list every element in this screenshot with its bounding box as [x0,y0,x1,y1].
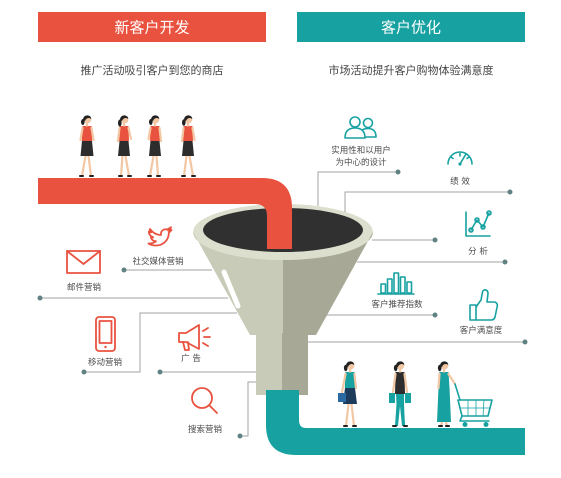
funnel-cone-left [193,232,283,335]
email-marketing-label: 邮件营销 [67,282,102,293]
shopper-figure [389,361,411,427]
inflow-pipe [38,178,292,249]
shopper-with-cart-figure [437,361,457,428]
connector-search [240,381,256,437]
optimization-banner [297,12,525,42]
mobile-phone-icon [95,316,116,352]
acquisition-header: 新客户开发 [38,12,266,42]
connector-mobile [84,312,237,373]
connector-performance [344,191,510,212]
analytics-chart-icon [465,210,492,237]
walking-customer-figure [79,115,95,178]
funnel-body [193,232,373,395]
twitter-bird-icon [147,226,173,247]
funnel-spout-right [282,333,308,395]
mobile-marketing-label: 移动营销 [88,357,123,368]
user-centered-design-label-line2: 为中心的设计 [335,157,387,168]
user-centered-design-label-line1: 实用性和以用户 [331,145,391,156]
customer-satisfaction-label: 客户满意度 [460,325,503,336]
optimization-subtitle: 市场活动提升客户购物体验满意度 [329,63,494,77]
search-marketing-label: 搜索营销 [188,424,223,435]
magnifier-icon [191,387,218,414]
acquisition-banner [38,12,266,42]
acquisition-connectors [37,267,256,439]
analysis-label: 分 析 [468,246,488,257]
megaphone-icon [178,324,211,351]
shopping-bag [389,393,395,403]
optimization-title: 客户优化 [381,19,441,37]
advertising-label: 广 告 [181,353,201,364]
optimization-header: 客户优化 [297,12,525,42]
acquisition-subtitle: 推广活动吸引客户到您的商店 [81,63,224,77]
walking-customer-figure [147,115,163,178]
outflow-pipe [266,390,525,455]
funnel-cone-right [283,232,373,335]
connector-design [317,171,398,206]
walking-customer-figure [116,115,133,178]
funnel-highlight [221,269,241,309]
shopping-bag [338,393,346,402]
optimization-connectors [308,169,528,345]
acquisition-title: 新客户开发 [114,19,189,37]
gauge-icon [447,151,473,166]
users-icon [344,116,377,139]
envelope-icon [66,250,101,274]
bar-chart-icon [377,272,415,295]
shopping-cart-icon [454,383,493,427]
social-media-label: 社交媒体营销 [132,256,184,267]
funnel-spout-left [256,333,282,395]
shopper-figure [338,361,358,428]
performance-label: 绩 效 [450,176,470,187]
referral-index-label: 客户推荐指数 [371,299,423,310]
shopping-bag [405,393,411,403]
walking-customer-figure [180,115,196,178]
thumbs-up-icon [469,289,499,321]
